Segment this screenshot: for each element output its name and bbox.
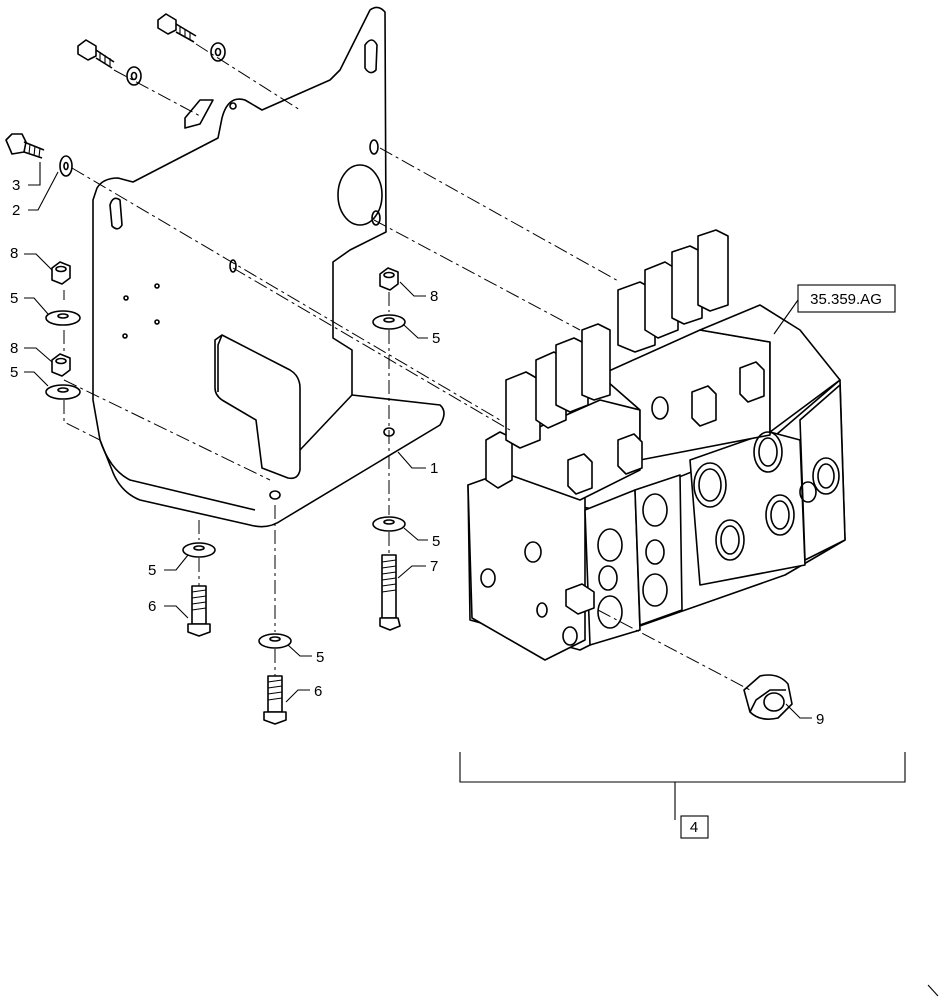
assembly-callout: 4: [680, 815, 709, 839]
washer-right-upper: [372, 314, 406, 330]
bolt-top-1: [157, 13, 197, 43]
bolt-top-2: [77, 39, 115, 69]
callout-1: 1: [397, 451, 438, 477]
callout-8c: 8: [399, 281, 438, 305]
callout-8b: 8: [10, 340, 53, 363]
callout-8a: 8: [10, 245, 53, 271]
callout-7: 7: [397, 558, 438, 579]
callout-6b-label: 6: [314, 683, 322, 700]
reference-label: 35.359.AG: [810, 291, 882, 308]
assembly-label: 4: [690, 819, 698, 836]
callout-5a: 5: [10, 290, 49, 315]
callout-8a-label: 8: [10, 245, 18, 262]
corner-mark: [927, 984, 939, 997]
washer-bottom-center: [258, 633, 292, 649]
callout-2: 2: [12, 171, 59, 219]
callout-7-label: 7: [430, 558, 438, 575]
callout-5f: 5: [287, 644, 324, 666]
washer-right-lower: [372, 516, 406, 532]
callout-2-label: 2: [12, 202, 20, 219]
washer-left-lower: [45, 384, 81, 400]
washer-top-1: [210, 42, 226, 62]
nut-left-lower: [51, 353, 71, 377]
callout-3-label: 3: [12, 177, 20, 194]
washer-top-2: [126, 66, 142, 86]
callout-5b: 5: [10, 364, 49, 387]
bolt-item-7: [379, 554, 401, 631]
washer-item-2: [59, 155, 73, 177]
callout-6a: 6: [148, 598, 189, 619]
bolt-item-3: [5, 133, 45, 159]
callout-5e-label: 5: [148, 562, 156, 579]
bolt-bottom-left: [187, 585, 211, 637]
callout-5d: 5: [403, 527, 440, 550]
callout-6a-label: 6: [148, 598, 156, 615]
callout-5d-label: 5: [432, 533, 440, 550]
nut-right: [379, 267, 399, 291]
reference-callout[interactable]: 35.359.AG: [773, 284, 896, 335]
washer-left-upper: [45, 310, 81, 326]
mounting-bracket: [92, 6, 445, 528]
callout-5c: 5: [403, 324, 440, 347]
control-valve-assembly: [467, 229, 846, 661]
callout-9: 9: [785, 703, 824, 728]
callout-8b-label: 8: [10, 340, 18, 357]
callout-5b-label: 5: [10, 364, 18, 381]
alignment-lines: [63, 43, 751, 691]
callout-5c-label: 5: [432, 330, 440, 347]
callout-1-label: 1: [430, 460, 438, 477]
callout-5e: 5: [148, 554, 189, 579]
callout-6b: 6: [285, 683, 322, 703]
callout-5a-label: 5: [10, 290, 18, 307]
washer-bottom-left: [182, 542, 216, 558]
callout-8c-label: 8: [430, 288, 438, 305]
assembly-bracket: [459, 752, 906, 820]
bolt-bottom-center: [263, 675, 287, 725]
callout-5f-label: 5: [316, 649, 324, 666]
plug-item-9: [743, 674, 793, 720]
nut-left-upper: [51, 261, 71, 285]
callout-9-label: 9: [816, 711, 824, 728]
callout-3: 3: [12, 162, 41, 194]
